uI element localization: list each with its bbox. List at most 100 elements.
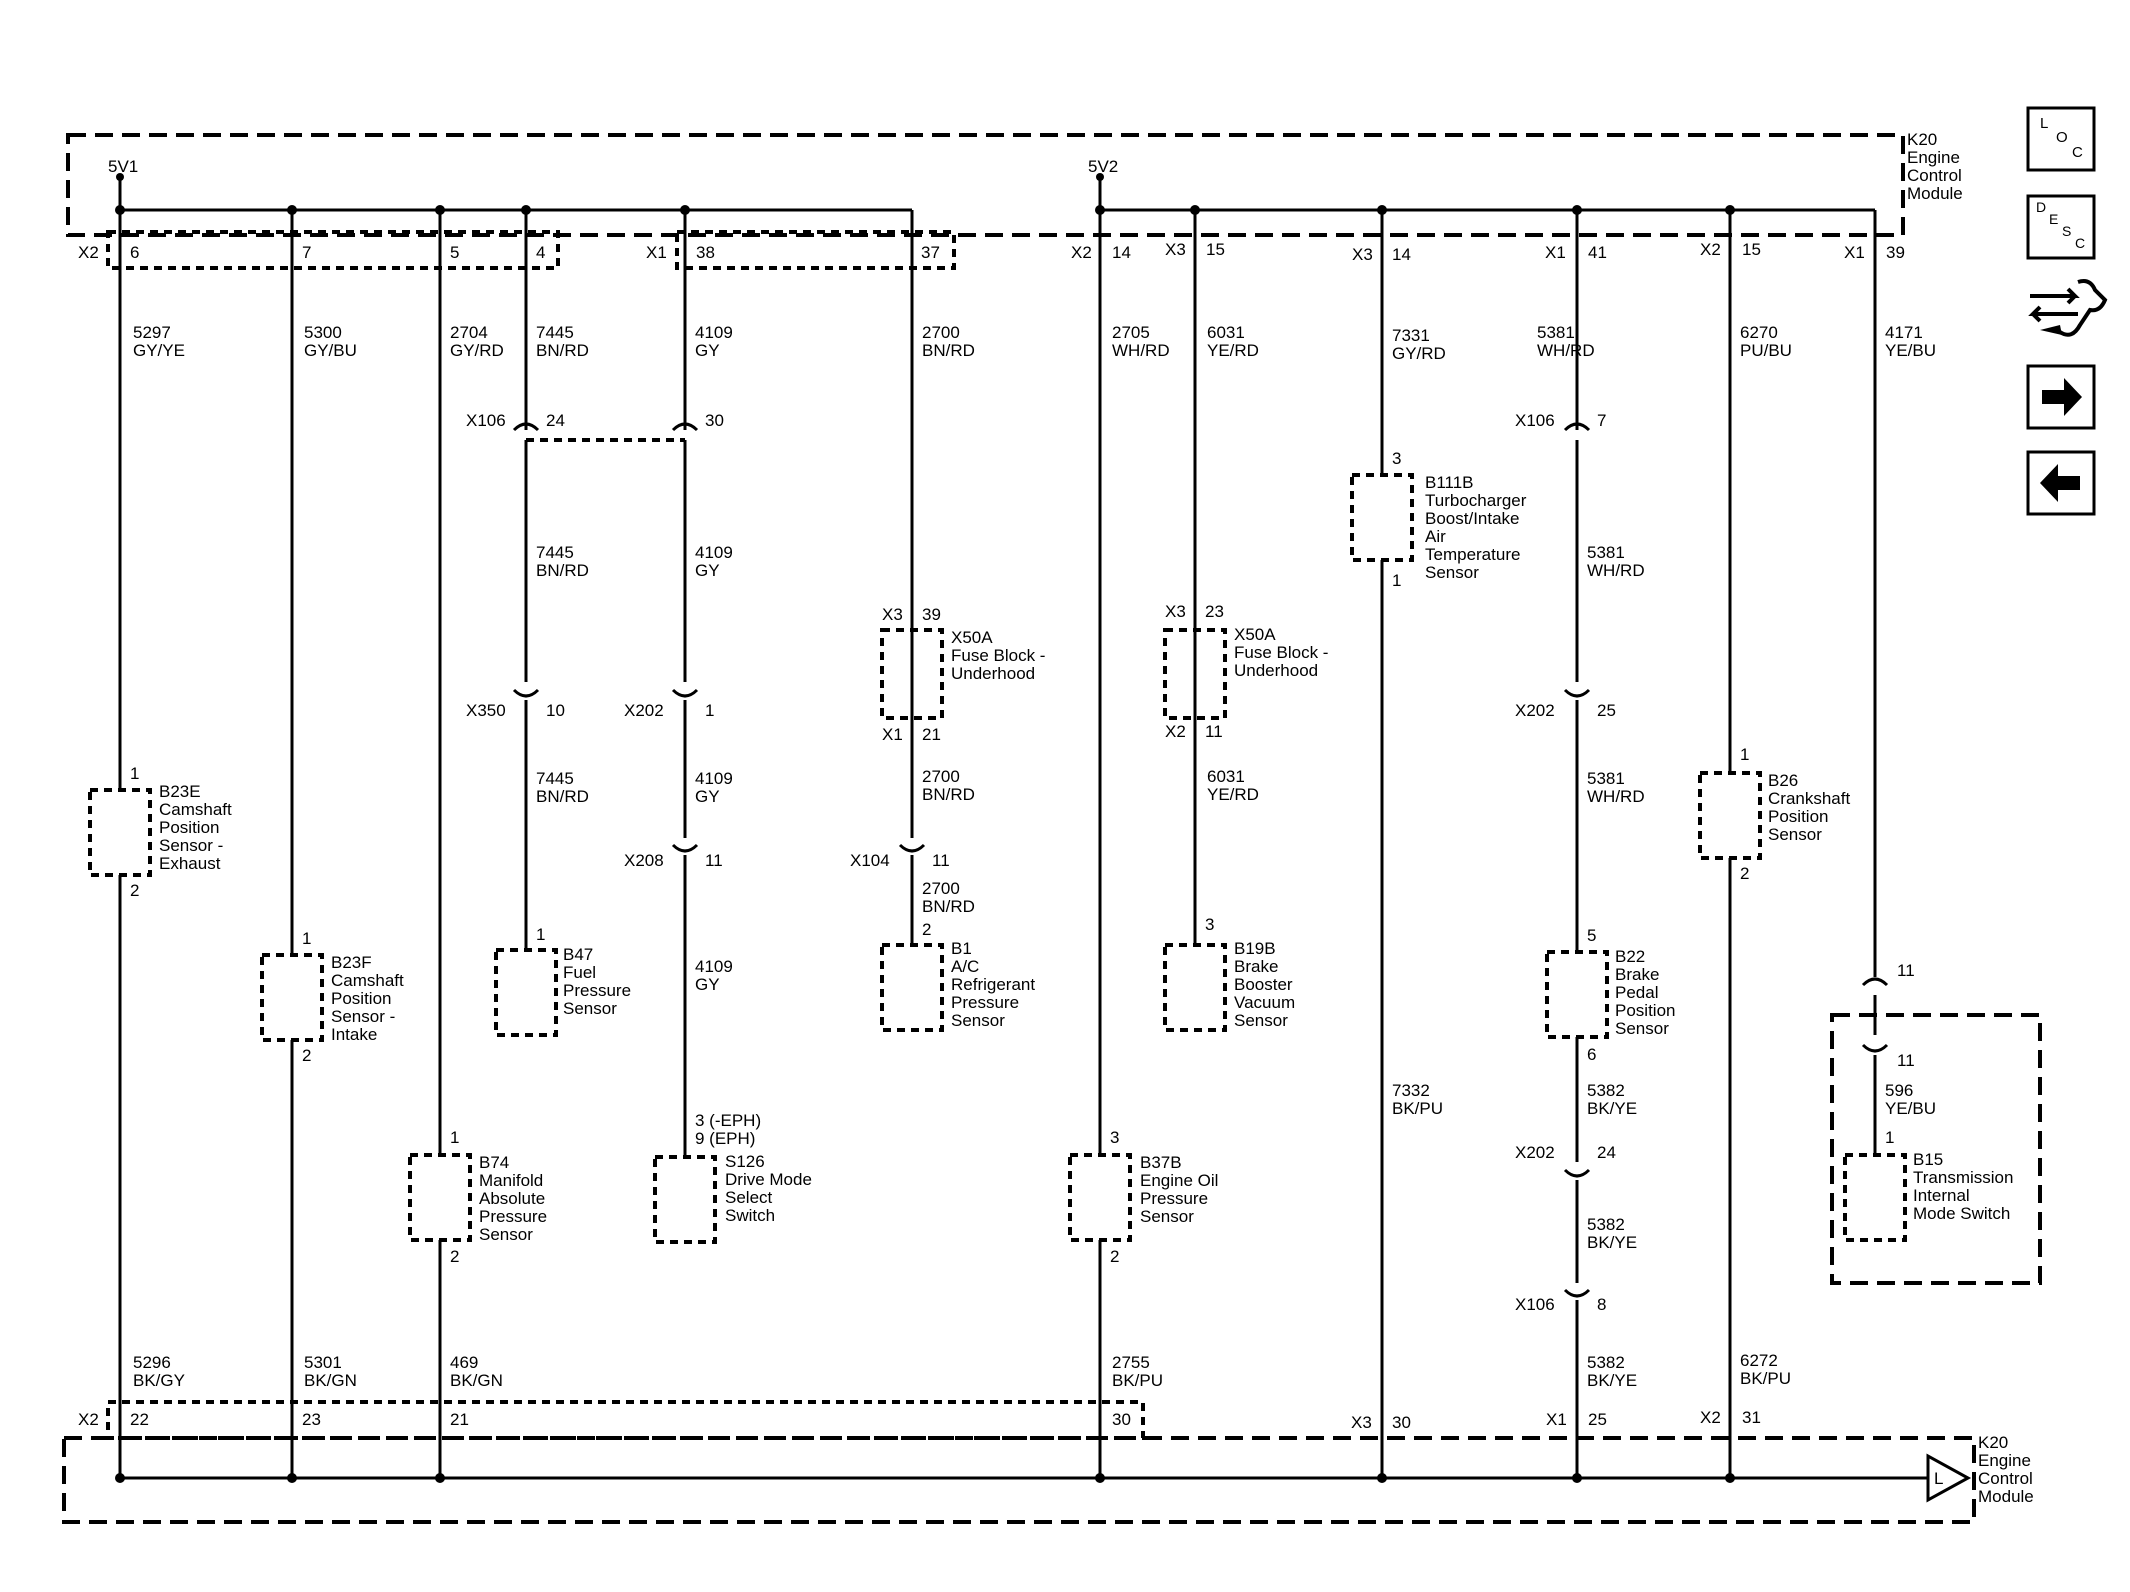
svg-text:2: 2 [1110,1247,1119,1266]
svg-text:Engine: Engine [1907,148,1960,167]
svg-text:5381: 5381 [1537,323,1575,342]
svg-text:2705: 2705 [1112,323,1150,342]
svg-text:X50A: X50A [1234,625,1276,644]
circuit-b111b: 7331 GY/RD 7332 BK/PU [1380,210,1446,1478]
svg-text:WH/RD: WH/RD [1537,341,1595,360]
svg-text:Sensor: Sensor [1768,825,1822,844]
desc-button[interactable]: D E S C [2026,194,2096,260]
circuit-b22: 5381 WH/RD X106 7 5381 WH/RD X202 25 538… [1515,210,1645,1478]
svg-text:3 (-EPH): 3 (-EPH) [695,1111,761,1130]
svg-text:6270: 6270 [1740,323,1778,342]
svg-text:BK/GN: BK/GN [304,1371,357,1390]
ecm-bottom-x2-pin-group [106,1400,1145,1440]
svg-text:Position: Position [159,818,219,837]
svg-text:Exhaust: Exhaust [159,854,221,873]
component-b74[interactable]: 1 2 B74 Manifold Absolute Pressure Senso… [408,1128,547,1266]
svg-text:B23E: B23E [159,782,201,801]
loc-button[interactable]: L O C [2026,106,2096,172]
component-b1[interactable]: 2 B1 A/C Refrigerant Pressure Sensor [880,920,1035,1032]
svg-text:6: 6 [130,243,139,262]
svg-text:1: 1 [705,701,714,720]
svg-text:Brake: Brake [1615,965,1659,984]
component-b19b[interactable]: 3 B19B Brake Booster Vacuum Sensor [1163,915,1295,1032]
svg-text:X104: X104 [850,851,890,870]
svg-text:5382: 5382 [1587,1353,1625,1372]
circuit-b1: 2700 BN/RD X3 39 X1 21 2700 BN/RD X104 1… [850,210,975,945]
svg-text:Select: Select [725,1188,773,1207]
svg-text:37: 37 [921,243,940,262]
svg-text:BN/RD: BN/RD [922,785,975,804]
svg-text:7: 7 [1597,411,1606,430]
svg-text:Refrigerant: Refrigerant [951,975,1035,994]
svg-text:BK/YE: BK/YE [1587,1099,1637,1118]
svg-text:30: 30 [1112,1410,1131,1429]
svg-text:5: 5 [1587,926,1596,945]
component-b22[interactable]: 5 6 B22 Brake Pedal Position Sensor [1545,926,1675,1064]
svg-text:Engine: Engine [1978,1451,2031,1470]
svg-text:GY/RD: GY/RD [1392,344,1446,363]
fuse-block-x50a-1[interactable]: X50A Fuse Block - Underhood [880,628,1045,720]
svg-text:2: 2 [302,1046,311,1065]
svg-text:3: 3 [1110,1128,1119,1147]
component-b37b[interactable]: 3 2 B37B Engine Oil Pressure Sensor [1068,1128,1218,1266]
svg-text:4: 4 [536,243,545,262]
svg-text:11: 11 [1897,961,1915,980]
fuse-block-x50a-2[interactable]: X50A Fuse Block - Underhood [1163,625,1328,720]
svg-text:5381: 5381 [1587,769,1625,788]
ecm-bottom-label: K20 Engine Control Module [1978,1433,2034,1506]
component-b111b[interactable]: 3 1 B111B Turbocharger Boost/Intake Air … [1350,449,1527,590]
svg-text:Sensor -: Sensor - [159,836,223,855]
component-b23e[interactable]: 1 2 B23E Camshaft Position Sensor - Exha… [88,764,232,900]
ecm-top-label: K20 Engine Control Module [1907,130,1963,203]
circuit-b47: X106 24 7445 BN/RD X350 10 7445 BN/RD 74… [466,210,685,950]
svg-text:4109: 4109 [695,957,733,976]
svg-text:X1: X1 [646,243,667,262]
svg-text:5: 5 [450,243,459,262]
component-b47[interactable]: 1 B47 Fuel Pressure Sensor [494,925,631,1037]
svg-text:1: 1 [450,1128,459,1147]
component-b26[interactable]: 1 2 B26 Crankshaft Position Sensor [1698,745,1850,883]
svg-text:24: 24 [546,411,565,430]
svg-text:24: 24 [1597,1143,1616,1162]
svg-text:X202: X202 [1515,1143,1555,1162]
svg-text:X1: X1 [1545,243,1566,262]
svg-text:Absolute: Absolute [479,1189,545,1208]
svg-text:9 (EPH): 9 (EPH) [695,1129,755,1148]
circuit-b23f: 5300 GY/BU 5301 BK/GN [290,210,357,1478]
svg-text:Internal: Internal [1913,1186,1970,1205]
svg-text:X2: X2 [1700,1408,1721,1427]
component-b15[interactable]: 1 B15 Transmission Internal Mode Switch [1830,1013,2042,1285]
svg-text:BK/GN: BK/GN [450,1371,503,1390]
svg-text:41: 41 [1588,243,1607,262]
svg-text:22: 22 [130,1410,149,1429]
svg-text:BK/GY: BK/GY [133,1371,185,1390]
component-s126[interactable]: 3 (-EPH) 9 (EPH) S126 Drive Mode Select … [653,1111,812,1244]
prev-arrow-icon[interactable] [2026,450,2096,516]
svg-text:Control: Control [1907,166,1962,185]
svg-text:X1: X1 [882,725,903,744]
svg-text:K20: K20 [1907,130,1937,149]
svg-text:7445: 7445 [536,323,574,342]
svg-text:Pressure: Pressure [479,1207,547,1226]
component-b23f[interactable]: 1 2 B23F Camshaft Position Sensor - Inta… [260,929,404,1065]
svg-text:B19B: B19B [1234,939,1276,958]
svg-text:B1: B1 [951,939,972,958]
bus-5v1-terminal [116,173,124,181]
svg-text:4109: 4109 [695,323,733,342]
svg-text:1: 1 [302,929,311,948]
connector-wrench-icon[interactable] [2028,279,2108,337]
svg-text:2755: 2755 [1112,1353,1150,1372]
circuit-b23e: 5297 GY/YE 5296 BK/GY [118,210,185,1478]
svg-text:O: O [2056,129,2068,146]
svg-text:11: 11 [705,851,723,870]
next-arrow-icon[interactable] [2026,364,2096,430]
svg-text:BN/RD: BN/RD [922,341,975,360]
svg-text:2: 2 [130,881,139,900]
svg-text:Fuel: Fuel [563,963,596,982]
svg-text:39: 39 [922,605,941,624]
svg-text:Sensor: Sensor [1140,1207,1194,1226]
svg-text:Position: Position [1615,1001,1675,1020]
svg-text:4109: 4109 [695,543,733,562]
svg-text:38: 38 [696,243,715,262]
